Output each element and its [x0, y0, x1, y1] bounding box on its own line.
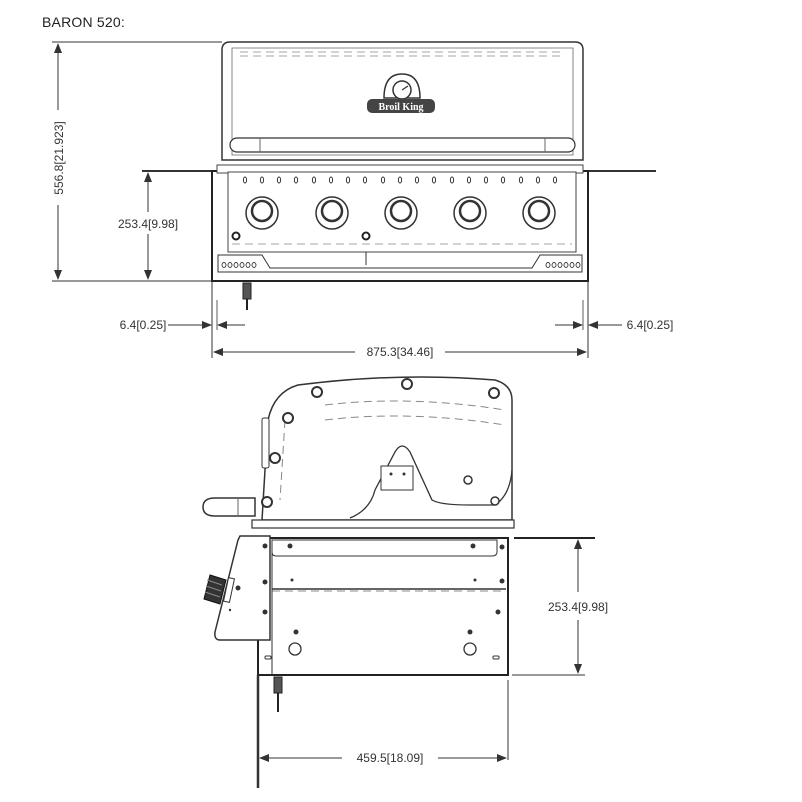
logo-text: Broil King: [378, 102, 423, 113]
side-cutout-height-label: 253.4[9.98]: [548, 600, 608, 614]
diagram-title: BARON 520:: [42, 14, 125, 30]
burner-knobs: [245, 196, 556, 230]
right-clearance-label: 6.4[0.25]: [627, 318, 674, 332]
front-cutout-height-label: 253.4[9.98]: [118, 217, 178, 231]
cutout-depth-label: 459.5[18.09]: [357, 751, 424, 765]
overall-height-label: 556.8[21.923]: [52, 121, 66, 194]
cutout-width-label: 875.3[34.46]: [367, 345, 434, 359]
broil-king-logo: Broil King: [367, 73, 435, 113]
left-clearance-label: 6.4[0.25]: [120, 318, 167, 332]
side-view: 253.4[9.98] 459.5[18.09]: [202, 376, 608, 788]
front-view: 556.8[21.923] 253.4[9.98] Broil King: [52, 41, 674, 359]
side-knob: [203, 574, 236, 605]
